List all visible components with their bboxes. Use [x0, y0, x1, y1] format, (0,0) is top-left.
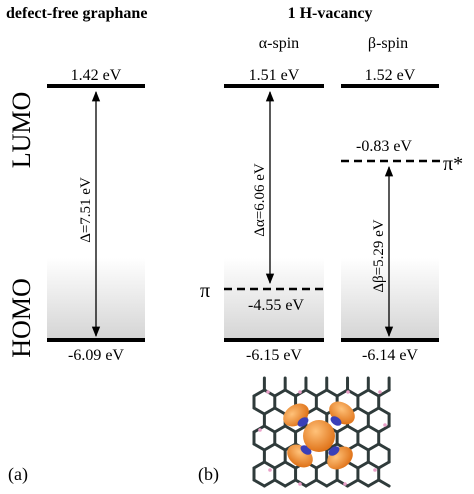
lattice-bond [314, 388, 329, 398]
graphane-vacancy-lattice-icon [252, 376, 391, 488]
hydrogen-atom [266, 390, 270, 394]
lattice-bond [262, 424, 277, 434]
lattice-bond [283, 460, 298, 470]
alpha-lumo-energy: 1.51 eV [249, 67, 300, 84]
lattice-bond [325, 388, 339, 398]
lattice-bond [356, 442, 370, 452]
lattice-bond [356, 424, 370, 434]
hydrogen-atom [298, 390, 302, 394]
hydrogen-atom [373, 468, 377, 472]
lattice-bond [314, 478, 329, 488]
lattice-bond [325, 442, 339, 452]
lattice-bond [252, 388, 266, 398]
lattice-bond [252, 442, 266, 452]
lattice-bond [356, 478, 370, 488]
lattice-bond [273, 424, 287, 434]
lattice-bond [304, 478, 318, 488]
lattice-bond [366, 460, 381, 470]
panel-a-homo-energy: -6.09 eV [68, 347, 124, 364]
homo-axis-label: HOMO [7, 278, 36, 357]
lattice-bond [366, 406, 381, 416]
beta-homo-energy: -6.14 eV [362, 347, 418, 364]
hydrogen-atom [346, 390, 350, 394]
hydrogen-atom [383, 423, 387, 427]
alpha-gap-label: Δα=6.06 eV [252, 163, 268, 237]
lattice-bond [283, 388, 298, 398]
lattice-bond [273, 388, 287, 398]
lattice-bond [283, 478, 298, 488]
lattice-bond [262, 406, 277, 416]
lattice-bond [262, 478, 277, 488]
hydrogen-atom [268, 468, 272, 472]
lattice-bond [335, 424, 350, 434]
lattice-bond [273, 478, 287, 488]
beta-spin-header: β-spin [368, 35, 408, 52]
lattice-bond [325, 478, 339, 488]
lattice-bond [346, 424, 360, 434]
beta-defect-state-energy: -0.83 eV [356, 138, 412, 155]
lattice-bond [314, 460, 329, 470]
hydrogen-atom [343, 482, 347, 486]
panel-a-title: defect-free graphane [6, 5, 147, 22]
panel-a-gap-label: Δ=7.51 eV [78, 177, 94, 243]
hydrogen-atom [258, 428, 262, 432]
lattice-bond [262, 388, 277, 398]
lattice-bond [377, 424, 391, 434]
beta-gap-label: Δβ=5.29 eV [371, 219, 387, 292]
lattice-bond [262, 460, 277, 470]
lattice-bond [273, 406, 287, 416]
lattice-bond [366, 442, 381, 452]
lattice-bond [377, 478, 391, 488]
panel-a-label: (a) [8, 464, 28, 485]
alpha-spin-header: α-spin [259, 35, 299, 52]
lattice-bond [356, 388, 370, 398]
lattice-bond [314, 406, 329, 416]
lattice-bond [273, 460, 287, 470]
lattice-bond [356, 406, 370, 416]
lattice-bond [304, 388, 318, 398]
lattice-bond [294, 424, 308, 434]
alpha-defect-state-label: π [200, 280, 210, 302]
lattice-bond [366, 388, 381, 398]
alpha-homo-energy: -6.15 eV [246, 347, 302, 364]
hydrogen-atom [378, 390, 382, 394]
beta-lumo-energy: 1.52 eV [365, 67, 416, 84]
lattice-bond [252, 478, 266, 488]
lattice-bond [346, 478, 360, 488]
lattice-bond [252, 406, 266, 416]
hydrogen-atom [298, 482, 302, 486]
spin-density-orbital [283, 401, 355, 470]
panel-b-label: (b) [198, 464, 219, 485]
lattice-bond [356, 460, 370, 470]
lumo-axis-label: LUMO [7, 92, 36, 169]
lattice-bond [262, 442, 277, 452]
lattice-bond [335, 388, 350, 398]
lattice-bond [283, 424, 298, 434]
lattice-bond [377, 406, 391, 416]
lattice-bond [377, 442, 391, 452]
lattice-bond [377, 388, 391, 398]
lattice-bond [366, 478, 381, 488]
panel-a-lumo-energy: 1.42 eV [71, 67, 122, 84]
alpha-defect-state-energy: -4.55 eV [248, 297, 304, 314]
lattice-bond [273, 442, 287, 452]
lattice-bond [377, 460, 391, 470]
panel-b-title: 1 H-vacancy [288, 5, 373, 22]
beta-defect-state-label: π* [443, 153, 463, 175]
lattice-bond [252, 460, 266, 470]
lattice-bond [366, 424, 381, 434]
homo-region-b-beta [341, 258, 439, 340]
